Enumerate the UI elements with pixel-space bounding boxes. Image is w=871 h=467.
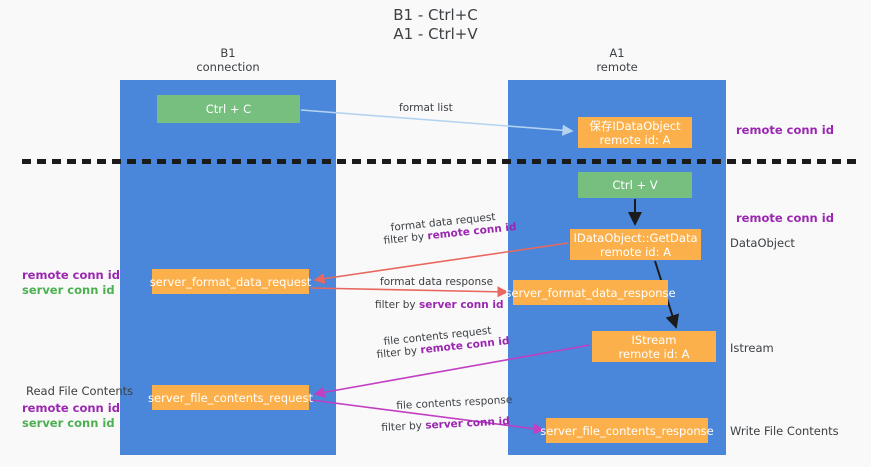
annotation-read-file-contents: Read File Contents — [26, 384, 134, 398]
caption-file-contents-response: file contents response — [396, 393, 513, 412]
node-get-data[interactable]: IDataObject::GetData remote id: A — [570, 229, 701, 260]
filter-key-server-conn-id-2: server conn id — [424, 415, 511, 432]
annotation-server-conn-id-2: server conn id — [22, 416, 115, 430]
node-istream-line2: remote id: A — [618, 346, 690, 361]
column-a1-name: A1 — [609, 46, 625, 60]
filter-prefix-2: filter by — [375, 299, 419, 311]
node-data-object-line1: 保存IDataObject — [589, 118, 681, 133]
node-ctrl-c-label: Ctrl + C — [205, 102, 252, 116]
column-header-a1: A1 remote — [508, 46, 726, 74]
filter-prefix-3: filter by — [376, 344, 422, 361]
filter-key-server-conn-id-1: server conn id — [418, 299, 504, 311]
node-ctrl-c[interactable]: Ctrl + C — [157, 95, 300, 123]
node-server-file-contents-request-label: server_file_contents_request — [148, 390, 313, 405]
phase-divider — [22, 159, 856, 164]
node-ctrl-v-label: Ctrl + V — [612, 178, 658, 192]
annotation-remote-conn-id-mid: remote conn id — [736, 211, 834, 225]
filter-prefix-1: filter by — [383, 230, 429, 247]
node-data-object-line2: remote id: A — [599, 132, 671, 147]
column-b1-role: connection — [196, 60, 260, 74]
annotation-write-file-contents: Write File Contents — [730, 424, 839, 438]
title-line-1: B1 - Ctrl+C — [393, 6, 478, 24]
caption-file-contents-response-filter: filter by server conn id — [381, 414, 510, 435]
annotation-remote-conn-id-1: remote conn id — [22, 268, 120, 282]
node-get-data-line2: remote id: A — [600, 244, 671, 259]
node-server-file-contents-response[interactable]: server_file_contents_response — [540, 418, 714, 443]
node-get-data-line1: IDataObject::GetData — [573, 230, 698, 245]
node-server-format-data-response[interactable]: server_format_data_response — [505, 280, 676, 305]
node-server-format-data-request-label: server_format_data_request — [149, 274, 312, 289]
node-server-file-contents-response-label: server_file_contents_response — [540, 423, 714, 438]
page-title: B1 - Ctrl+C A1 - Ctrl+V — [0, 6, 871, 44]
node-istream-line1: IStream — [631, 332, 677, 347]
caption-format-list: format list — [399, 102, 453, 114]
node-server-format-data-response-label: server_format_data_response — [505, 285, 676, 300]
node-server-file-contents-request[interactable]: server_file_contents_request — [148, 385, 313, 410]
annotation-remote-conn-id-top: remote conn id — [736, 123, 834, 137]
node-data-object[interactable]: 保存IDataObject remote id: A — [578, 117, 692, 148]
node-server-format-data-request[interactable]: server_format_data_request — [149, 269, 312, 294]
caption-format-data-response-filter: filter by server conn id — [375, 298, 504, 312]
caption-format-data-response: format data response — [380, 276, 494, 288]
annotation-data-object: DataObject — [730, 236, 795, 250]
annotation-remote-conn-id-2: remote conn id — [22, 401, 120, 415]
filter-prefix-4: filter by — [381, 419, 426, 434]
annotation-server-conn-id-1: server conn id — [22, 283, 115, 297]
annotation-conn-ids-1: remote conn id server conn id — [22, 268, 120, 298]
annotation-conn-ids-2: remote conn id server conn id — [22, 401, 120, 431]
column-a1-role: remote — [596, 60, 638, 74]
title-line-2: A1 - Ctrl+V — [393, 25, 478, 43]
node-istream[interactable]: IStream remote id: A — [592, 331, 716, 362]
node-ctrl-v[interactable]: Ctrl + V — [578, 172, 692, 198]
column-b1-name: B1 — [220, 46, 236, 60]
annotation-istream: Istream — [730, 341, 774, 355]
column-header-b1: B1 connection — [120, 46, 336, 74]
